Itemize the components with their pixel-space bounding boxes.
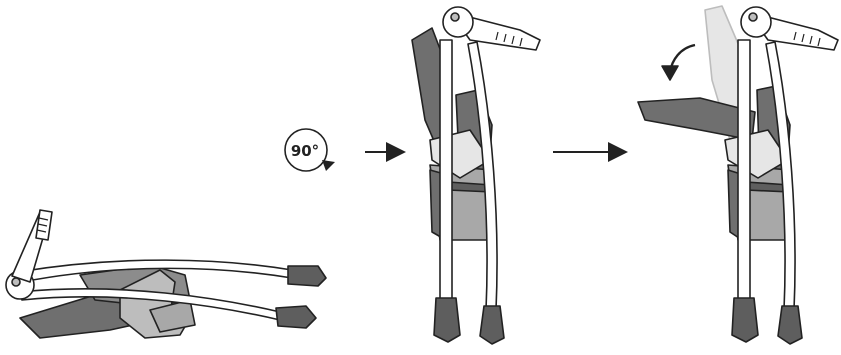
step3-foot-front — [732, 298, 758, 342]
step3-front-tube — [738, 40, 750, 300]
step3-foot-rear — [778, 306, 802, 344]
rotation-label: 90° — [291, 142, 319, 160]
chair-folded-flat — [6, 210, 326, 338]
upright-foot-rear — [480, 306, 504, 344]
upright-hinge — [443, 7, 473, 37]
rotate-arrowhead-icon — [322, 160, 335, 171]
upright-front-tube — [440, 40, 452, 300]
chair-stood-upright — [412, 7, 540, 344]
folded-foot-lower — [276, 306, 316, 328]
tray-folded-down — [638, 6, 838, 344]
rotation-indicator: 90° — [285, 129, 335, 171]
upright-foot-front — [434, 298, 460, 342]
step3-hinge — [741, 7, 771, 37]
folded-foot-upper — [288, 266, 326, 286]
